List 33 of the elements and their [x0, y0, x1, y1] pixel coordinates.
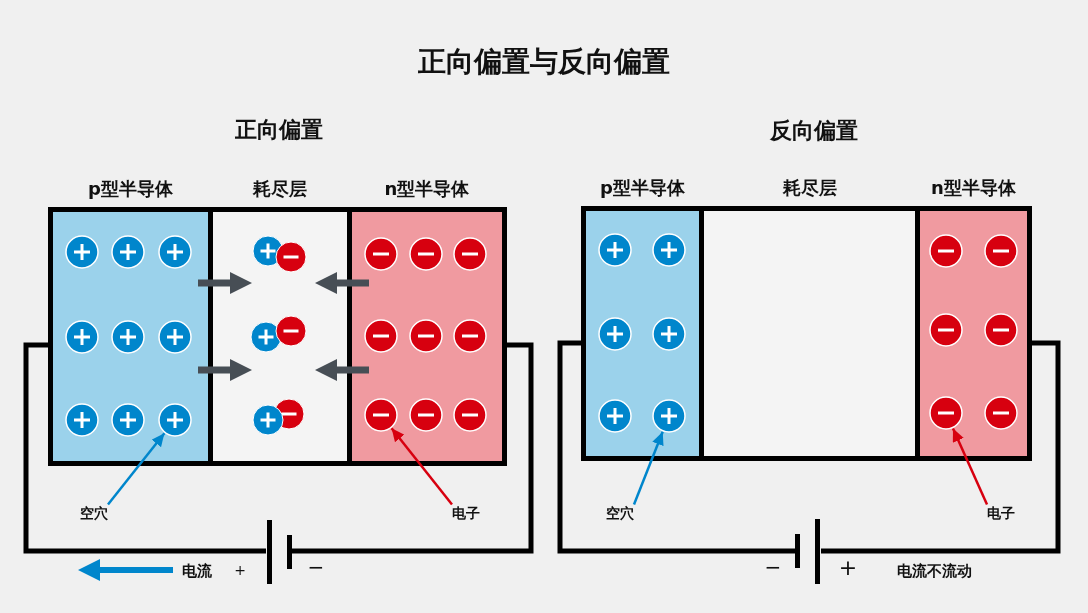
callout-text: 空穴 [80, 504, 108, 522]
region-label: 耗尽层 [782, 176, 837, 200]
hole-icon [652, 399, 686, 433]
panel-heading: 反向偏置 [770, 118, 858, 144]
callout-text: 电子 [452, 504, 480, 522]
current-label: 电流 [182, 563, 212, 581]
circuit-wire [292, 342, 534, 554]
electron-icon [364, 398, 398, 432]
battery-symbol [795, 519, 821, 584]
region-label: p型半导体 [600, 176, 685, 200]
region-label: p型半导体 [88, 177, 173, 201]
polarity-sign: + [838, 555, 858, 581]
callout-text: 空穴 [606, 504, 634, 522]
panel-heading: 正向偏置 [235, 117, 323, 143]
current-note: 电流不流动 [896, 563, 972, 581]
circuit-wire [821, 340, 1061, 554]
leader-line [632, 431, 664, 505]
leader-line [951, 428, 989, 505]
electron-icon [929, 396, 963, 430]
callout-text: 电子 [987, 504, 1015, 522]
polarity-sign: + [234, 561, 246, 579]
region-label: n型半导体 [931, 176, 1016, 200]
leader-line [390, 427, 453, 506]
region-label: n型半导体 [384, 177, 470, 201]
battery-symbol [266, 520, 292, 584]
circuit-wire [23, 342, 266, 554]
region-label: 耗尽层 [253, 177, 307, 201]
hole-icon [158, 403, 192, 437]
polarity-sign: − [307, 555, 325, 579]
leader-line [107, 432, 166, 506]
polarity-sign: − [764, 555, 782, 579]
diagram-title: 正向偏置与反向偏置 [418, 45, 670, 79]
circuit-wire [557, 340, 795, 554]
